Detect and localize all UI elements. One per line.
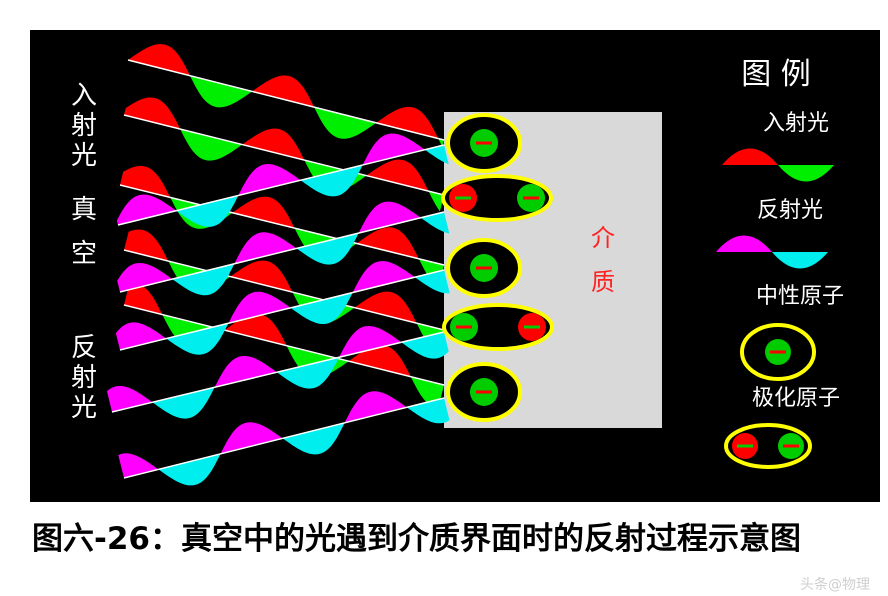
- watermark: 头条@物理: [800, 577, 870, 593]
- incident-light-label: 入射光: [71, 81, 97, 171]
- legend: 图 例 入射光 反射光 中性原子 极化原子: [716, 57, 844, 469]
- neutral-atom-2: [446, 238, 522, 298]
- medium-label: 介质: [591, 224, 615, 296]
- legend-neutral-atom-icon: [740, 323, 816, 381]
- incident-wave-1: [127, 44, 445, 147]
- legend-reflected-label: 反射光: [757, 198, 823, 223]
- legend-reflected-wave-negative: [772, 252, 828, 269]
- polarized-atom-2: [442, 303, 554, 351]
- left-labels: 入射光 真空 反射光: [71, 81, 97, 423]
- vacuum-label: 真空: [71, 195, 97, 269]
- interface-atoms: [441, 113, 554, 422]
- legend-incident-wave-positive: [722, 148, 778, 165]
- polarized-atom-1: [441, 174, 553, 222]
- reflected-wave-4: [107, 326, 449, 419]
- wave-group: [107, 44, 450, 486]
- legend-title: 图 例: [741, 57, 811, 92]
- incident-wave-2: [123, 97, 445, 212]
- reflected-wave-5: [118, 391, 450, 486]
- reflected-wave-2: [117, 201, 450, 296]
- figure-caption: 图六-26：真空中的光遇到介质界面时的反射过程示意图: [32, 521, 802, 557]
- neutral-atom-3: [446, 362, 522, 422]
- legend-neutral-atom-label: 中性原子: [756, 284, 844, 309]
- legend-polarized-atom-icon: [724, 423, 812, 469]
- legend-reflected-wave-positive: [716, 235, 772, 252]
- legend-incident-label: 入射光: [763, 111, 829, 136]
- legend-incident-wave-negative: [778, 165, 834, 182]
- reflected-wave-1: [116, 133, 449, 227]
- reflected-wave-3: [115, 261, 450, 355]
- neutral-atom-1: [446, 113, 522, 173]
- reflected-light-label: 反射光: [71, 333, 97, 423]
- legend-polarized-atom-label: 极化原子: [752, 386, 840, 411]
